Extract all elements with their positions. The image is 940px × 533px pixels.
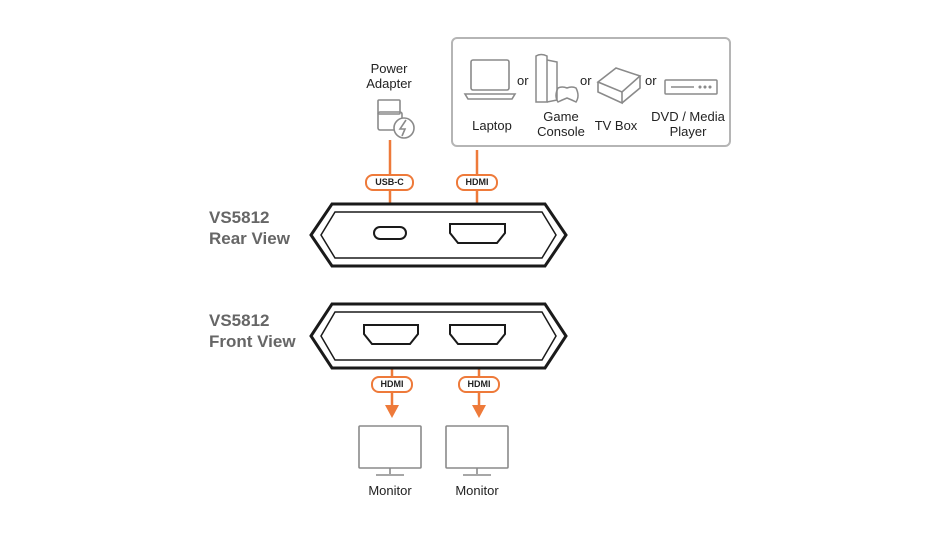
front-view-title-line2: Front View xyxy=(209,332,296,351)
power-adapter-icon xyxy=(377,99,415,139)
or-separator-1: or xyxy=(517,73,529,88)
dvd-player-label-line2: Player xyxy=(669,124,707,139)
power-adapter-label-line2: Adapter xyxy=(366,76,412,91)
rear-view-title: VS5812 Rear View xyxy=(209,207,290,249)
rear-view-title-line2: Rear View xyxy=(209,229,290,248)
front-hdmi-port-1-icon xyxy=(363,324,419,345)
front-view-title-line1: VS5812 xyxy=(209,311,270,330)
usb-c-tag: USB-C xyxy=(365,174,414,191)
or-separator-3: or xyxy=(645,73,657,88)
dvd-player-label-line1: DVD / Media xyxy=(651,109,725,124)
power-adapter-label: Power Adapter xyxy=(354,61,424,91)
game-console-icon xyxy=(535,53,579,103)
or-separator-2: or xyxy=(580,73,592,88)
power-adapter-label-line1: Power xyxy=(370,61,408,76)
device-front-body xyxy=(309,302,568,370)
rear-view-title-line1: VS5812 xyxy=(209,208,270,227)
game-console-label: Game Console xyxy=(528,109,594,139)
rear-hdmi-port-icon xyxy=(449,223,506,244)
rear-hdmi-tag: HDMI xyxy=(456,174,498,191)
monitor-1-label: Monitor xyxy=(368,483,412,498)
front-view-title: VS5812 Front View xyxy=(209,310,296,352)
game-console-label-line2: Console xyxy=(537,124,585,139)
tv-box-icon xyxy=(596,67,642,105)
laptop-label: Laptop xyxy=(472,118,512,133)
source-devices-box xyxy=(451,37,731,147)
front-hdmi-tag-1: HDMI xyxy=(371,376,413,393)
monitor-2-icon xyxy=(445,425,509,476)
game-console-label-line1: Game xyxy=(543,109,579,124)
front-hdmi-port-2-icon xyxy=(449,324,506,345)
dvd-player-label: DVD / Media Player xyxy=(646,109,730,139)
device-rear-body xyxy=(309,202,568,268)
front-hdmi-tag-2: HDMI xyxy=(458,376,500,393)
usb-c-port-icon xyxy=(373,226,407,240)
monitor-2-label: Monitor xyxy=(455,483,499,498)
dvd-player-icon xyxy=(664,79,718,95)
tv-box-label: TV Box xyxy=(594,118,638,133)
monitor-1-icon xyxy=(358,425,422,476)
laptop-icon xyxy=(463,59,517,100)
